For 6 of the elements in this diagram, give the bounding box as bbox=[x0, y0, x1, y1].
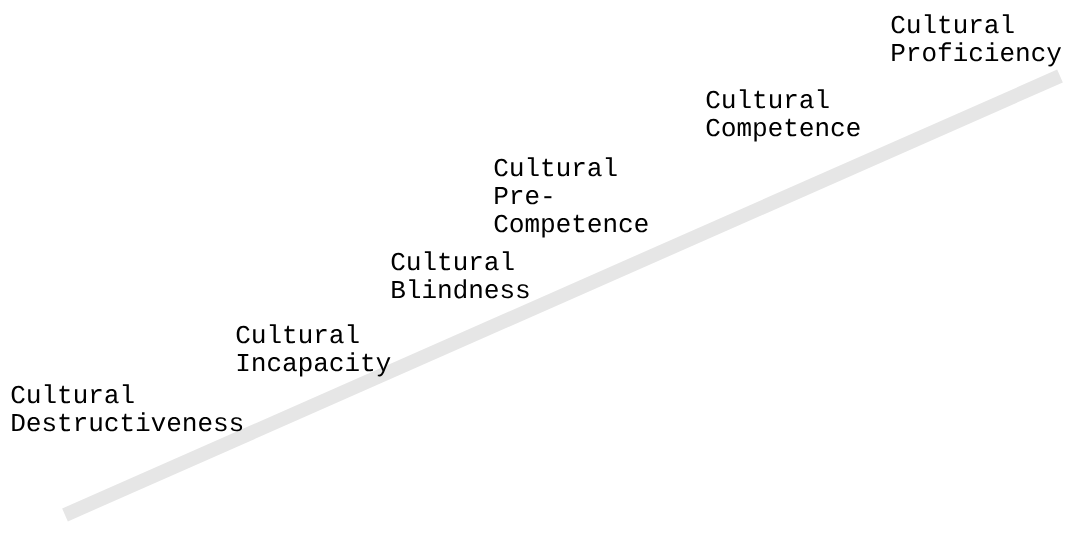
stage-label: Cultural Destructiveness bbox=[11, 384, 243, 432]
stage-label: Cultural Incapacity bbox=[236, 324, 391, 377]
stage-label: Cultural Proficiency bbox=[891, 14, 1061, 67]
stage-label: Cultural Pre-Competence bbox=[494, 157, 648, 238]
stage-label: Cultural Competence bbox=[706, 89, 860, 142]
stage-label: Cultural Blindness bbox=[391, 251, 529, 299]
